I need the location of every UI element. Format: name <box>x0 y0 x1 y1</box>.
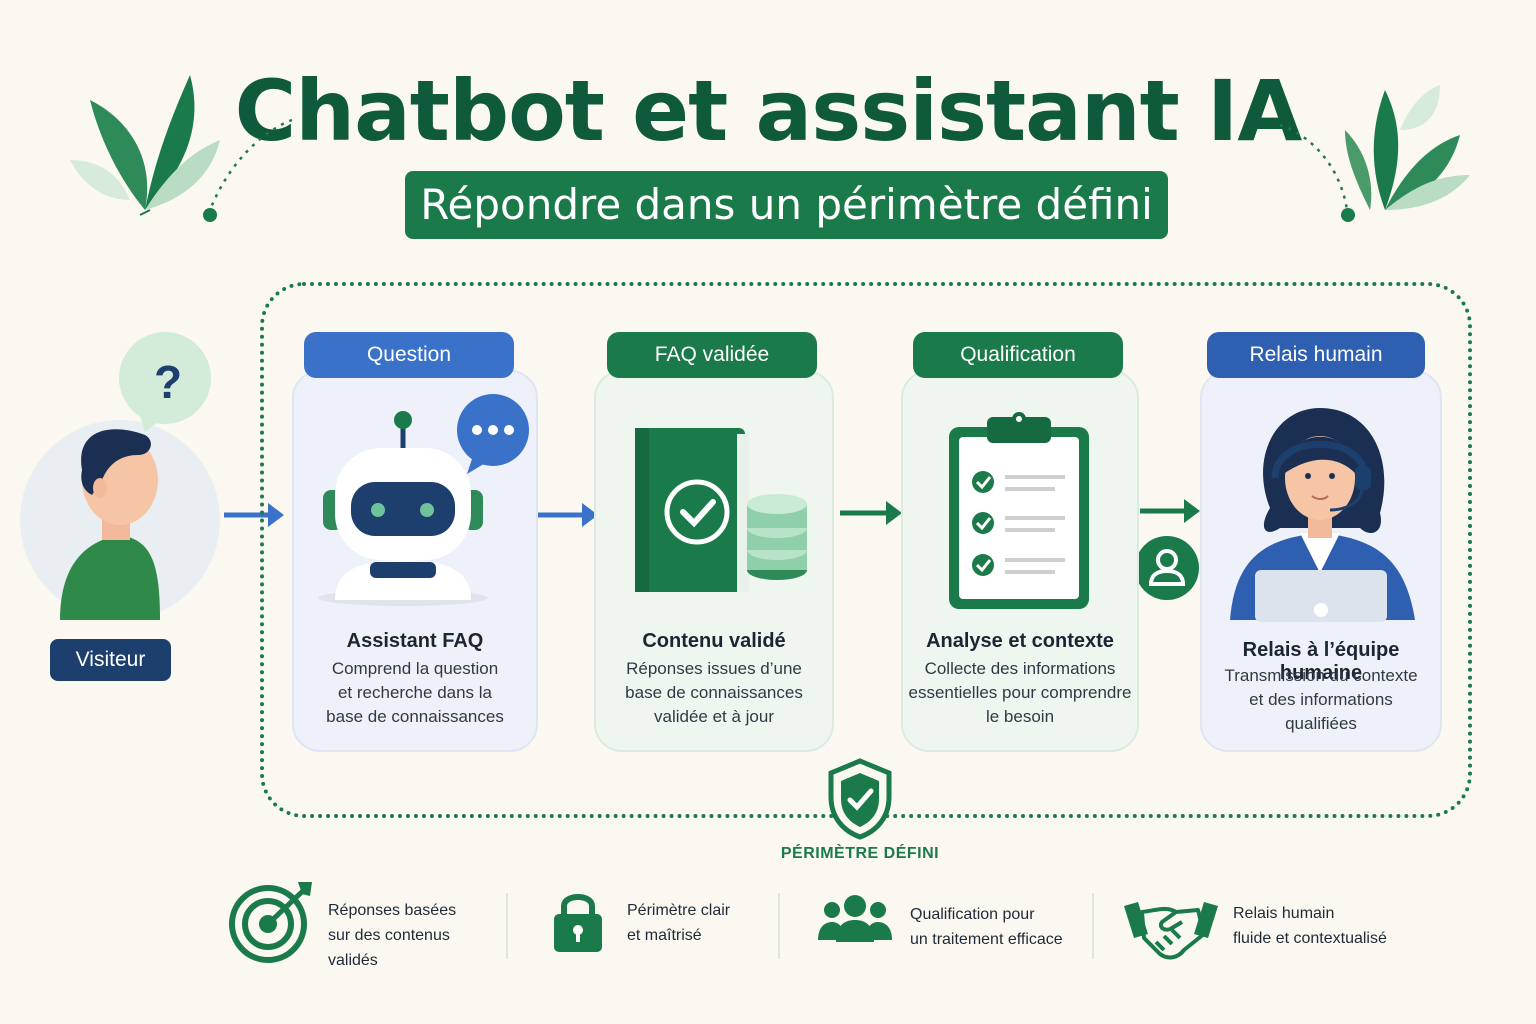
tab-relais: Relais humain <box>1207 332 1425 378</box>
handshake-icon <box>1124 902 1218 960</box>
arrow-right-icon <box>840 501 902 525</box>
perimeter-label: PÉRIMÈTRE DÉFINI <box>780 845 940 862</box>
validated-book-icon <box>635 428 807 592</box>
step-title: Contenu validé <box>642 630 786 652</box>
page-title: Chatbot et assistant IA <box>234 62 1303 160</box>
target-icon <box>229 882 312 963</box>
leaves-left-icon <box>70 75 293 222</box>
robot-icon <box>318 394 529 606</box>
tab-qualification: Qualification <box>913 332 1123 378</box>
visitor-label: Visiteur <box>50 639 171 681</box>
question-mark-icon: ? <box>153 356 183 408</box>
page-subtitle: Répondre dans un périmètre défini <box>405 171 1168 239</box>
group-icon <box>818 895 892 942</box>
step-title: Relais à l’équipe humaine <box>1242 639 1400 684</box>
checklist-clipboard-icon <box>949 412 1089 609</box>
arrow-right-icon <box>538 503 598 527</box>
step-title: Analyse et contexte <box>926 630 1114 652</box>
support-agent-icon <box>1230 408 1415 622</box>
padlock-icon <box>554 894 602 952</box>
divider <box>1092 893 1094 959</box>
tab-question: Question <box>304 332 514 378</box>
shield-check-icon <box>828 758 892 840</box>
arrow-right-icon <box>1140 499 1200 523</box>
tab-faq: FAQ validée <box>607 332 817 378</box>
step-title: Assistant FAQ <box>346 630 484 652</box>
divider <box>506 893 508 959</box>
arrow-right-icon <box>224 503 284 527</box>
visitor-avatar <box>20 332 220 620</box>
divider <box>778 893 780 959</box>
leaves-right-icon <box>1279 85 1470 222</box>
user-icon <box>1135 536 1199 600</box>
